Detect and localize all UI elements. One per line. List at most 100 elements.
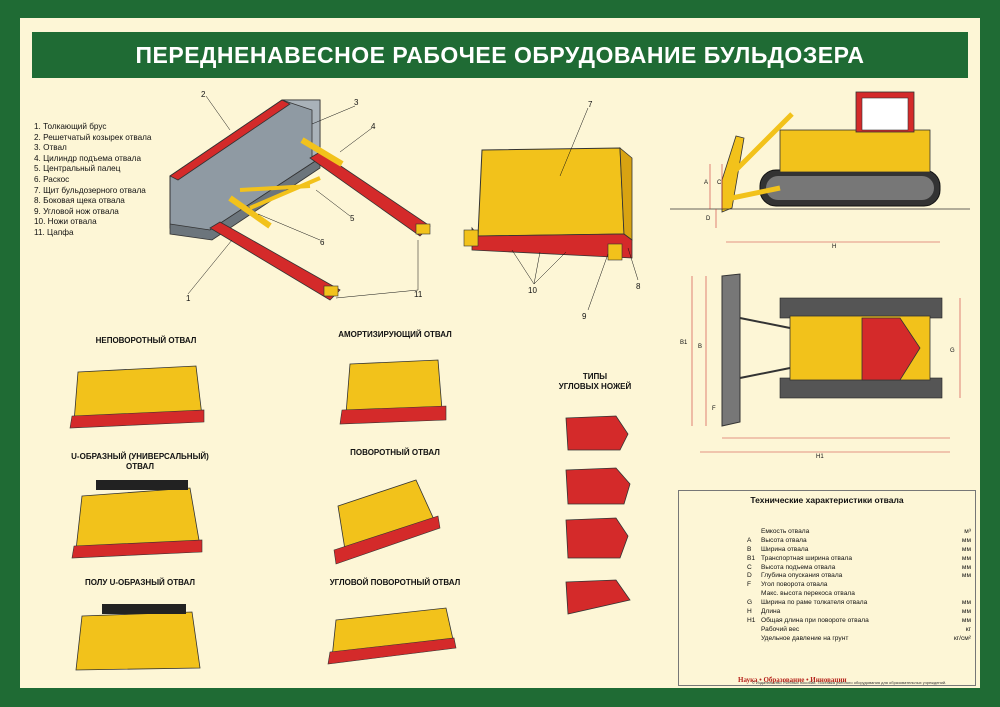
spec-cell-l: Транспортная ширина отвала: [761, 554, 853, 562]
spec-cell-k: A: [747, 536, 752, 544]
legend-item: 7. Щит бульдозерного отвала: [34, 185, 146, 195]
blade-detail-drawing: [463, 107, 639, 311]
callout-2: 2: [201, 90, 206, 99]
caption-fixed-blade: НЕПОВОРОТНЫЙ ОТВАЛ: [95, 336, 197, 345]
spec-cell-u: м³: [964, 528, 971, 535]
dim-h1: H1: [816, 454, 824, 460]
callout-5: 5: [350, 214, 355, 223]
caption-semi-u-blade: ПОЛУ U-ОБРАЗНЫЙ ОТВАЛ: [85, 578, 195, 587]
spec-cell-l: Рабочий вес: [761, 625, 800, 633]
spec-cell-u: мм: [961, 616, 971, 624]
spec-cell-u: мм: [961, 554, 971, 562]
dim-f: F: [712, 406, 716, 412]
spec-cell-l: Удельное давление на грунт: [761, 634, 849, 642]
blade-angle-drawing: [327, 607, 457, 665]
spec-cell-u: [947, 590, 971, 599]
legend-item: 11. Цапфа: [34, 227, 74, 237]
caption-u-blade-line2: ОТВАЛ: [126, 462, 154, 471]
dim-g: G: [950, 348, 955, 354]
legend-item: 10. Ножи отвала: [34, 217, 97, 227]
caption-cushion-blade: АМОРТИЗИРУЮЩИЙ ОТВАЛ: [338, 330, 452, 339]
spec-row: F Угол поворота отвала: [747, 581, 971, 590]
spec-cell-u: мм: [961, 536, 971, 544]
caption-u-blade-line1: U-ОБРАЗНЫЙ (УНИВЕРСАЛЬНЫЙ): [71, 452, 209, 461]
callout-6: 6: [320, 238, 325, 247]
spec-cell-u: мм: [961, 563, 971, 571]
spec-cell-k: D: [747, 572, 752, 580]
spec-cell-l: Угол поворота отвала: [761, 581, 828, 589]
callout-10: 10: [528, 286, 537, 295]
assembly-drawing: [169, 95, 431, 301]
dim-a: A: [704, 180, 709, 186]
spec-row: Емкость отвала м³: [747, 528, 971, 537]
callout-3: 3: [354, 98, 359, 107]
spec-cell-l: Глубина опускания отвала: [761, 572, 843, 580]
blade-fixed-drawing: [69, 365, 205, 429]
callout-1: 1: [186, 294, 191, 303]
spec-cell-u: мм: [961, 572, 971, 580]
page-title: ПЕРЕДНЕНАВЕСНОЕ РАБОЧЕЕ ОБРУДОВАНИЕ БУЛЬ…: [32, 32, 968, 78]
legend-item: 9. Угловой нож отвала: [34, 206, 119, 216]
dim-h: H: [832, 244, 837, 250]
spec-cell-k: B: [747, 545, 752, 553]
caption-knives-line1: ТИПЫ: [582, 372, 608, 381]
spec-cell-l: Общая длина при повороте отвала: [761, 616, 869, 624]
blade-u-drawing: [71, 480, 203, 559]
caption-swivel-blade: ПОВОРОТНЫЙ ОТВАЛ: [350, 448, 440, 457]
callout-11: 11: [414, 290, 423, 299]
spec-cell-l: Макс. высота перекоса отвала: [761, 590, 855, 598]
blade-swivel-drawing: [333, 479, 441, 565]
spec-cell-u: [947, 581, 971, 590]
publisher-logo: Наука • Образование • Инновации: [738, 676, 847, 684]
spec-cell-k: [747, 590, 761, 599]
legend-item: 6. Раскос: [34, 174, 70, 184]
spec-cell-k: B1: [747, 554, 756, 562]
spec-row: Рабочий вес кг: [747, 626, 971, 635]
spec-cell-u: мм: [961, 599, 971, 607]
spec-cell-k: H1: [747, 616, 756, 624]
spec-cell-u: кг: [965, 625, 971, 633]
callout-8: 8: [636, 282, 641, 291]
spec-cell-l: Высота отвала: [761, 536, 807, 544]
dim-c: C: [717, 180, 722, 186]
legend-item: 3. Отвал: [34, 143, 67, 153]
spec-cell-k: F: [747, 581, 752, 589]
blade-cushion-drawing: [339, 359, 447, 425]
spec-cell-k: C: [747, 563, 752, 571]
legend-item: 2. Решетчатый козырек отвала: [34, 132, 152, 142]
spec-table: Технические характеристики отвала Емкост…: [678, 490, 976, 686]
spec-cell-k: [747, 635, 761, 644]
spec-cell-l: Емкость отвала: [761, 528, 810, 535]
parts-legend: 1. Толкающий брус 2. Решетчатый козырек …: [34, 122, 151, 239]
caption-angle-blade: УГЛОВОЙ ПОВОРОТНЫЙ ОТВАЛ: [329, 578, 461, 587]
spec-cell-l: Высота подъема отвала: [761, 563, 836, 571]
caption-knives-line2: УГЛОВЫХ НОЖЕЙ: [558, 382, 632, 391]
spec-row: C Высота подъема отвала мм: [747, 564, 971, 573]
dim-b1: B1: [680, 340, 688, 346]
diagram-canvas: [69, 91, 970, 671]
spec-cell-k: G: [747, 599, 753, 607]
dozer-top-view: [691, 273, 961, 453]
spec-row: H1 Общая длина при повороте отвала мм: [747, 617, 971, 626]
spec-row: D Глубина опускания отвала мм: [747, 572, 971, 581]
spec-cell-k: [747, 528, 761, 537]
spec-cell-l: Ширина по раме толкателя отвала: [761, 599, 868, 607]
footer-note: © Издательство Учебных пособий. Поставка…: [752, 680, 947, 685]
dim-d: D: [706, 216, 711, 222]
legend-item: 5. Центральный палец: [34, 164, 121, 174]
legend-item: 1. Толкающий брус: [34, 122, 107, 131]
spec-row: A Высота отвала мм: [747, 537, 971, 546]
spec-cell-k: H: [747, 608, 752, 616]
spec-cell-k: [747, 626, 761, 635]
callout-9: 9: [582, 312, 587, 321]
dim-b: B: [698, 344, 703, 350]
poster: ПЕРЕДНЕНАВЕСНОЕ РАБОЧЕЕ ОБРУДОВАНИЕ БУЛЬ…: [20, 18, 980, 688]
spec-row: Макс. высота перекоса отвала: [747, 590, 971, 599]
corner-knives-drawing: [565, 415, 631, 615]
dozer-side-view: [670, 91, 970, 243]
callout-7: 7: [588, 100, 593, 109]
